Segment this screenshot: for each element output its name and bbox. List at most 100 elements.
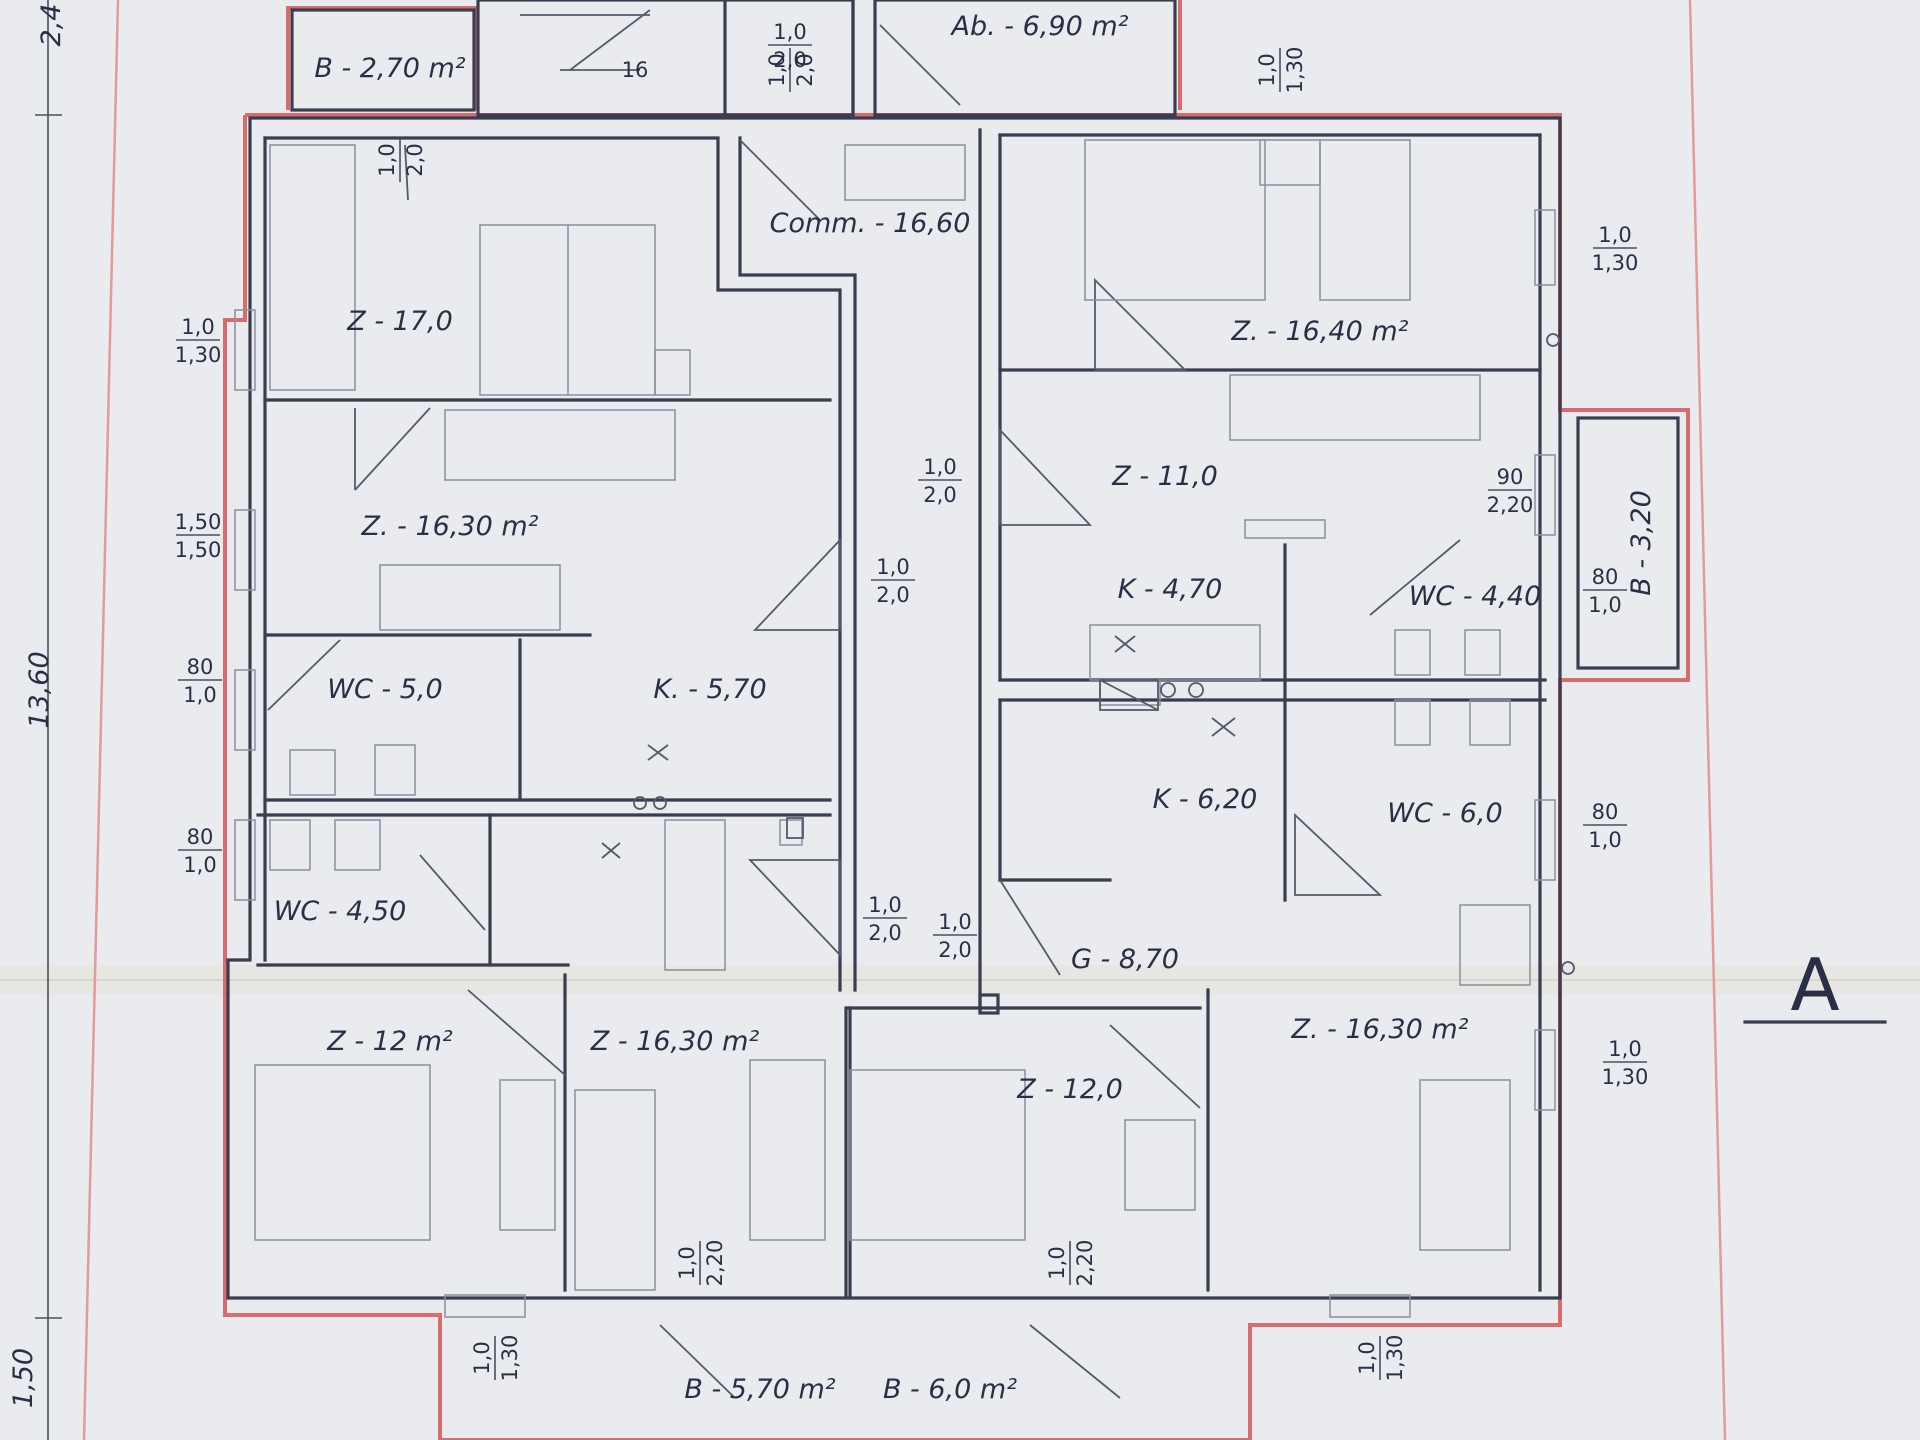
opening-width: 1,0 — [181, 315, 214, 339]
building-walls — [226, 116, 1562, 1300]
opening-width: 80 — [187, 655, 214, 679]
label-z-120: Z - 12,0 — [1016, 1074, 1123, 1105]
label-wc-450: WC - 4,50 — [274, 896, 407, 927]
section-marker-label: A — [1790, 943, 1839, 1027]
opening-height: 1,30 — [1383, 1335, 1407, 1382]
opening-dimension: 902,20 — [1487, 465, 1534, 517]
opening-dimension: 1,02,0 — [871, 555, 915, 607]
opening-width: 1,0 — [675, 1246, 699, 1279]
label-z-1640: Z. - 16,40 m² — [1231, 316, 1409, 347]
opening-height: 1,30 — [1602, 1065, 1649, 1089]
opening-width: 1,0 — [375, 143, 399, 176]
door-swings — [267, 24, 1461, 1399]
opening-width: 1,0 — [765, 53, 789, 86]
opening-width: 1,0 — [938, 910, 971, 934]
opening-width: 80 — [187, 825, 214, 849]
opening-height: 1,30 — [1592, 251, 1639, 275]
opening-height: 2,0 — [793, 53, 817, 86]
left-dimension-line — [35, 0, 62, 1440]
opening-width: 1,0 — [1355, 1341, 1379, 1374]
fixture-symbols — [601, 333, 1575, 975]
opening-height: 2,0 — [868, 921, 901, 945]
opening-dimension: 801,0 — [178, 825, 222, 877]
opening-height: 1,0 — [183, 683, 216, 707]
opening-width: 90 — [1497, 465, 1524, 489]
label-z-17: Z - 17,0 — [346, 306, 453, 337]
opening-height: 1,30 — [175, 343, 222, 367]
label-k-620: K - 6,20 — [1153, 784, 1258, 815]
opening-height: 1,30 — [1283, 47, 1307, 94]
opening-height: 1,30 — [498, 1335, 522, 1382]
label-wc-50: WC - 5,0 — [327, 674, 442, 705]
opening-width: 1,0 — [1608, 1037, 1641, 1061]
opening-dimension: 1,02,0 — [768, 20, 812, 72]
opening-dimension: 1,02,0 — [918, 455, 962, 507]
opening-dimension: 801,0 — [178, 655, 222, 707]
opening-height: 1,0 — [1588, 828, 1621, 852]
opening-dimension: 1,0 1,30 — [1592, 223, 1639, 275]
furniture — [234, 139, 1556, 1318]
label-b-570: B - 5,70 m² — [684, 1374, 835, 1405]
opening-dimension: 1,0 1,30 — [175, 315, 222, 367]
opening-height: 1,50 — [175, 538, 222, 562]
label-top-right-area: Ab. - 6,90 m² — [950, 11, 1129, 42]
bottom-dimension: 1,50 — [8, 1348, 39, 1408]
label-z-1630-left: Z. - 16,30 m² — [361, 511, 539, 542]
label-z-1630-bottom: Z - 16,30 m² — [590, 1026, 760, 1057]
label-z-12: Z - 12 m² — [326, 1026, 453, 1057]
top-dimension: 2,4 — [36, 4, 67, 47]
opening-height: 2,20 — [1487, 493, 1534, 517]
opening-dimension: 1,02,0 — [863, 893, 907, 945]
opening-height: 2,20 — [703, 1240, 727, 1287]
label-k-570: K. - 5,70 — [653, 674, 766, 705]
opening-dimension: 1,0 1,30 — [1602, 1037, 1649, 1089]
opening-width: 1,0 — [1045, 1246, 1069, 1279]
opening-dimension: 1,02,0 — [933, 910, 977, 962]
label-g-870: G - 8,70 — [1071, 944, 1179, 975]
label-z-1630-right: Z. - 16,30 m² — [1291, 1014, 1469, 1045]
opening-width: 1,0 — [470, 1341, 494, 1374]
opening-height: 2,0 — [923, 483, 956, 507]
opening-height: 1,0 — [1588, 593, 1621, 617]
opening-width: 1,0 — [868, 893, 901, 917]
label-z-110: Z - 11,0 — [1111, 461, 1218, 492]
label-k-470: K - 4,70 — [1118, 574, 1223, 605]
opening-width: 1,0 — [876, 555, 909, 579]
opening-dimension: 801,0 — [1583, 565, 1627, 617]
opening-height: 2,0 — [876, 583, 909, 607]
opening-dimension: 801,0 — [1583, 800, 1627, 852]
opening-height: 2,0 — [773, 48, 806, 72]
label-wc-60: WC - 6,0 — [1387, 798, 1502, 829]
opening-width: 1,0 — [773, 20, 806, 44]
opening-dimension: 1,50 1,50 — [175, 510, 222, 562]
label-top-balcony: B - 2,70 m² — [314, 53, 465, 84]
opening-height: 1,0 — [183, 853, 216, 877]
top-strip-walls — [290, 0, 1177, 117]
overall-height-dimension: 13,60 — [24, 651, 55, 728]
opening-width: 1,50 — [175, 510, 222, 534]
label-b-320: B - 3,20 — [1626, 490, 1657, 596]
label-b-60: B - 6,0 m² — [883, 1374, 1017, 1405]
opening-height: 2,0 — [403, 143, 427, 176]
opening-width: 1,0 — [1255, 53, 1279, 86]
opening-width: 80 — [1592, 800, 1619, 824]
opening-height: 2,0 — [938, 938, 971, 962]
label-comm: Comm. - 16,60 — [770, 208, 971, 239]
opening-width: 1,0 — [923, 455, 956, 479]
balcony-right-wall — [1576, 416, 1680, 670]
label-wc-440: WC - 4,40 — [1409, 581, 1542, 612]
opening-width: 80 — [1592, 565, 1619, 589]
opening-height: 2,20 — [1073, 1240, 1097, 1287]
opening-width: 1,0 — [1598, 223, 1631, 247]
label-top-stair-count: 16 — [622, 58, 649, 82]
